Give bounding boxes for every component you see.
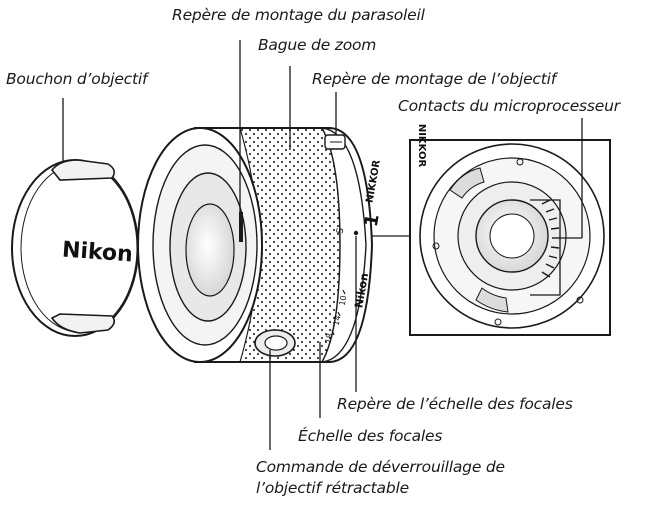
label-zoom-ring: Bague de zoom xyxy=(258,36,377,54)
label-lens-cap: Bouchon d’objectif xyxy=(6,70,148,88)
rear-nikkor-text: NIKKOR xyxy=(416,123,428,168)
cap-logo: Nikon xyxy=(61,237,134,268)
lens-cap xyxy=(11,159,139,337)
leader-lines xyxy=(62,40,583,450)
label-retract-button-line2: l’objectif rétractable xyxy=(256,479,409,497)
label-lens-mount: Repère de montage de l’objectif xyxy=(312,70,556,88)
label-focal-mark: Repère de l’échelle des focales xyxy=(337,395,573,413)
lens-body xyxy=(137,127,374,363)
label-hood-mount: Repère de montage du parasoleil xyxy=(172,6,425,24)
scale-10: 10 xyxy=(337,294,349,307)
label-focal-scale: Échelle des focales xyxy=(298,427,443,445)
label-retract-button-line1: Commande de déverrouillage de xyxy=(256,458,505,476)
label-cpu-contacts: Contacts du microprocesseur xyxy=(398,97,620,115)
